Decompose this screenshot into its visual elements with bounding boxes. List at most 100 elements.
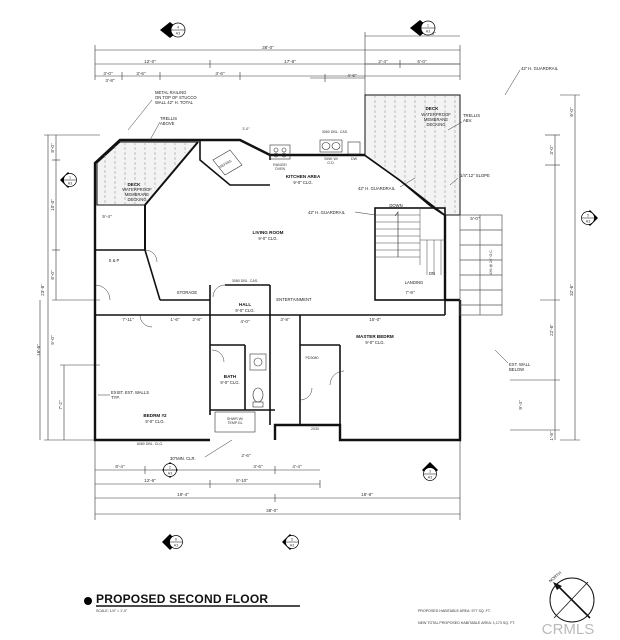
note-guardrail-top: 42" H. GUARDRAIL	[504, 66, 559, 96]
entertainment-label: ENTERTAINMENT	[276, 297, 312, 302]
section-marker-bottom-right: 3 A3	[422, 462, 438, 481]
note-trellis-left: TRELLIS ABOVE	[149, 116, 177, 141]
closet-label: 6080 DBL. CLG.	[137, 442, 163, 446]
sp-label: S & P	[109, 258, 120, 263]
stairs	[375, 208, 445, 275]
note-metal-railing: METAL RAILING ON TOP OF STUCCO WALL 42" …	[127, 90, 197, 131]
section-marker-bottom-center-left: 6 A3	[162, 534, 183, 550]
dim-bottom-f: 3'-6"	[253, 464, 263, 469]
dim-deck-b: 6'-0"	[417, 59, 427, 64]
section-marker-top-left: 4 A3	[160, 22, 186, 38]
dim-right-b: 3'-0"	[549, 145, 554, 155]
dim-right-d: 22'-8"	[549, 324, 554, 336]
svg-text:42" H. GUARDRAIL: 42" H. GUARDRAIL	[308, 210, 346, 215]
svg-text:42" H. GUARDRAIL: 42" H. GUARDRAIL	[358, 186, 396, 191]
note-min-clr: 30"MIN. CLR.	[170, 439, 233, 461]
svg-text:5: 5	[291, 538, 293, 542]
svg-text:MEMBRANE: MEMBRANE	[424, 117, 448, 122]
bedroom2-label: BEDRM #2	[143, 413, 167, 418]
top-dimensions	[94, 32, 461, 95]
dim-int-e: 3'-8"	[280, 317, 290, 322]
svg-text:DECKING: DECKING	[127, 197, 146, 202]
svg-text:A3: A3	[174, 544, 178, 548]
bath-clg: 9'-0" CLG.	[220, 380, 239, 385]
title-block: PROPOSED SECOND FLOOR SCALE: 1/4" = 1'-0…	[84, 592, 300, 613]
storage-label: STORAGE	[177, 290, 198, 295]
dim-left-e: 16'-6"	[36, 344, 41, 356]
dim-top-overall: 38'-0"	[262, 45, 274, 50]
dim-bottom-d: 8'-10"	[236, 478, 248, 483]
dim-bottom-c: 12'-6"	[144, 478, 156, 483]
stair-down-label: DOWN	[389, 203, 402, 208]
living-room-label: LIVING ROOM	[253, 230, 284, 235]
deck-left: DECK WATERPROOF MEMBRANE DECKING	[96, 141, 200, 250]
dim-right-f: 1'-8"	[549, 431, 554, 441]
range-label-1: RANGE/	[273, 163, 287, 167]
sink-label-1: SINK W/	[324, 157, 338, 161]
window-header-hall: 3080 DBL. CAS.	[232, 279, 258, 283]
sink-label-2: G.D.	[327, 161, 334, 165]
kitchen-label: KITCHEN AREA	[286, 174, 321, 179]
right-dimensions	[510, 94, 580, 441]
svg-text:A3: A3	[290, 544, 294, 548]
svg-text:WALL 42" H. TOTAL: WALL 42" H. TOTAL	[155, 100, 194, 105]
dw-label: DW	[351, 157, 358, 161]
svg-text:A3: A3	[68, 182, 72, 186]
dim-top-a: 12'-0"	[144, 59, 156, 64]
svg-text:WATERPROOF: WATERPROOF	[421, 112, 451, 117]
dim-int-j: 2'-6"	[241, 453, 251, 458]
deck-right-label: DECK	[425, 106, 439, 111]
svg-text:EXIST. EXT. WALLS: EXIST. EXT. WALLS	[111, 390, 149, 395]
svg-text:TRELLIS: TRELLIS	[160, 116, 177, 121]
dim-right-e: 9'-4"	[518, 400, 523, 410]
dim-bottom-e: 8'-4"	[115, 464, 125, 469]
ref-width-dim: 3'-0"	[242, 127, 250, 131]
left-dimensions	[39, 134, 100, 441]
note-guardrail-mid: 42" H. GUARDRAIL	[358, 177, 416, 191]
refrig-label: REFRIG	[219, 159, 233, 169]
dim-int-h: 5'-0"	[470, 216, 480, 221]
dim-left-g: 5'-0"	[50, 335, 55, 345]
svg-text:DECKING: DECKING	[426, 122, 445, 127]
range-label-2: OVEN	[275, 167, 286, 171]
dim-deck-a: 2'-4"	[378, 59, 388, 64]
svg-text:30"MIN. CLR.: 30"MIN. CLR.	[170, 456, 196, 461]
svg-text:BELOW: BELOW	[509, 367, 524, 372]
kitchen-clg: 9'-0" CLG.	[293, 180, 312, 185]
note-ext-walls: EXIST. EXT. WALLS TYP.	[98, 390, 149, 400]
section-marker-right: 5 A3	[581, 210, 598, 226]
dim-bottom-g: 4'-4"	[292, 464, 302, 469]
note-trellis-right: TRELLIS ABV.	[447, 113, 480, 131]
svg-text:TRELLIS: TRELLIS	[463, 113, 480, 118]
svg-text:2: 2	[169, 466, 171, 470]
deck-left-label: DECK	[127, 182, 141, 187]
window-header-kitchen: 3060 DBL. CAS.	[322, 130, 348, 134]
fixtures	[212, 139, 361, 433]
trellis-right	[459, 214, 503, 316]
tub-label-1: SHWR W/	[227, 417, 243, 421]
svg-text:6: 6	[175, 538, 177, 542]
landing-label: LANDING	[405, 280, 424, 285]
drawing-scale: SCALE: 1/4" = 1'-0"	[96, 609, 128, 613]
dim-left-b: 10'-0"	[50, 199, 55, 211]
dim-left-a: 8'-0"	[50, 143, 55, 153]
svg-text:A3: A3	[176, 32, 180, 36]
dim-int-f: 15'-0"	[369, 317, 381, 322]
hall-label: HALL	[239, 302, 251, 307]
dim-int-a: 7'-11"	[122, 317, 134, 322]
dim-top-e: 3'-6"	[215, 71, 225, 76]
svg-text:ABV.: ABV.	[463, 118, 472, 123]
bath-label: BATH	[224, 374, 237, 379]
dim-top-b: 17'-8"	[284, 59, 296, 64]
svg-text:EXT. WALL: EXT. WALL	[509, 362, 531, 367]
dim-right-a: 6'-0"	[569, 107, 574, 117]
svg-text:A3: A3	[586, 220, 590, 224]
dim-bottom-overall: 38'-0"	[266, 508, 278, 513]
svg-text:4: 4	[177, 26, 179, 30]
bottom-dimensions	[94, 440, 461, 520]
tub-label-2: TEMP.GL	[227, 421, 242, 425]
dim-top-f: 4'-6"	[347, 73, 357, 78]
dim-int-b: 1'-6"	[170, 317, 180, 322]
dim-top-c: 3'-0"	[103, 71, 113, 76]
